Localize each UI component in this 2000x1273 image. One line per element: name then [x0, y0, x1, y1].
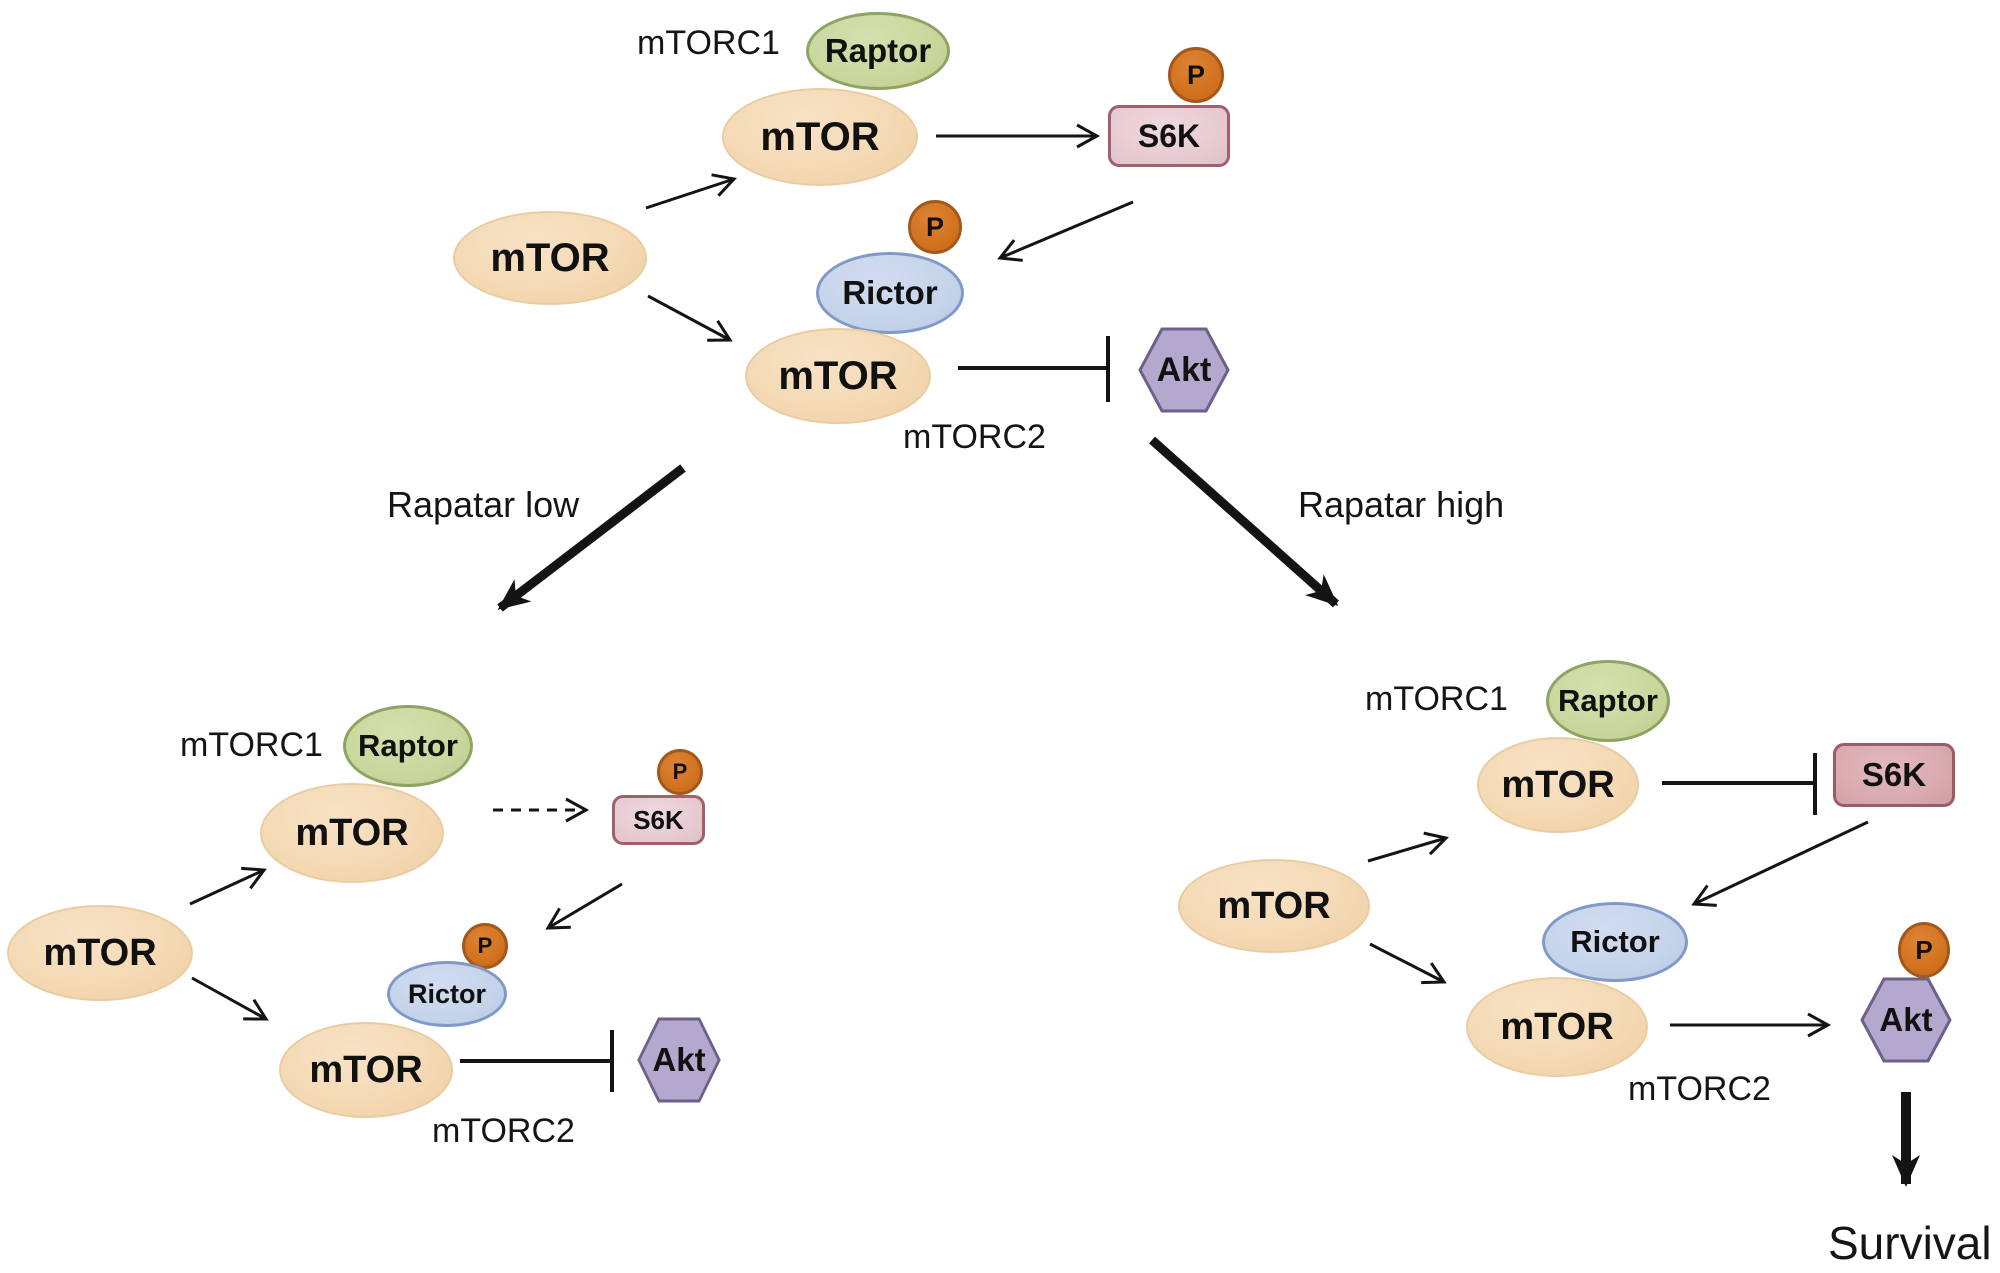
arrow-top-s6k-to-rictor — [997, 200, 1134, 262]
arrow-br-mtor-to-mtorc1 — [1367, 831, 1449, 863]
label-mtorc2-bottom-left: mTORC2 — [432, 1112, 575, 1150]
phospho-badge-akt-bottom-right: P — [1898, 922, 1950, 978]
akt-label: Akt — [1156, 350, 1212, 389]
inhibit-br-mtorc1-to-s6k — [1662, 753, 1817, 815]
arrow-top-mtor-to-mtorc1 — [645, 173, 737, 210]
akt-label: Akt — [1879, 1001, 1933, 1038]
phospho-badge-s6k-bottom-left: P — [657, 749, 703, 795]
node-raptor-top: Raptor — [806, 12, 950, 90]
label-mtorc1-bottom-left: mTORC1 — [180, 726, 323, 764]
mtor-label: mTOR — [309, 1048, 423, 1091]
mtor-label: mTOR — [1501, 763, 1615, 806]
s6k-label: S6K — [633, 804, 684, 835]
akt-label: Akt — [652, 1041, 706, 1078]
rictor-label: Rictor — [1570, 924, 1660, 959]
phospho-label: P — [477, 933, 493, 958]
mtor-label: mTOR — [1500, 1005, 1614, 1048]
raptor-label: Raptor — [1558, 683, 1658, 718]
arrow-top-mtor-to-mtorc2 — [647, 294, 733, 342]
mtor-label: mTOR — [43, 931, 157, 974]
node-raptor-bottom-right: Raptor — [1546, 660, 1670, 742]
hexagon-shape — [637, 1017, 721, 1103]
label-rapatar-high: Rapatar high — [1298, 484, 1505, 525]
mtor-label: mTOR — [760, 114, 880, 159]
phospho-label: P — [1186, 59, 1205, 90]
arrow-branch-rapatar-high — [1149, 436, 1339, 608]
raptor-label: Raptor — [824, 32, 932, 69]
inhibit-bl-mtorc2-to-akt — [460, 1030, 614, 1092]
raptor-label: Raptor — [358, 728, 458, 763]
node-rictor-top: Rictor — [816, 252, 964, 334]
label-rapatar-low: Rapatar low — [387, 484, 580, 525]
node-mtor-mtorc2-bottom-left: mTOR — [279, 1022, 453, 1118]
phospho-badge-rictor-bottom-left: P — [462, 923, 508, 969]
node-mtor-mtorc1-bottom-right: mTOR — [1477, 737, 1639, 833]
node-akt-bottom-left: Akt — [637, 1017, 721, 1103]
mtor-label: mTOR — [490, 235, 610, 280]
mtor-label: mTOR — [295, 811, 409, 854]
mtor-label: mTOR — [778, 353, 898, 398]
rictor-label: Rictor — [407, 978, 486, 1009]
label-survival: Survival — [1828, 1217, 1992, 1269]
arrow-branch-rapatar-low — [497, 464, 686, 612]
node-mtor-source-bottom-right: mTOR — [1178, 859, 1370, 953]
arrow-bl-mtor-to-mtorc2 — [191, 976, 269, 1021]
phospho-label: P — [925, 211, 944, 242]
phospho-label: P — [1915, 934, 1933, 965]
label-mtorc2-bottom-right: mTORC2 — [1628, 1070, 1771, 1108]
node-mtor-source-bottom-left: mTOR — [7, 905, 193, 1001]
arrow-br-mtor-to-mtorc2 — [1369, 942, 1447, 985]
s6k-label: S6K — [1861, 756, 1927, 793]
phospho-label: P — [672, 759, 688, 784]
node-raptor-bottom-left: Raptor — [343, 705, 473, 787]
node-s6k-bottom-left: S6K — [612, 795, 705, 845]
arrow-bl-s6k-to-rictor — [545, 882, 623, 930]
node-mtor-mtorc2-bottom-right: mTOR — [1466, 977, 1648, 1077]
node-akt-bottom-right: Akt — [1860, 977, 1952, 1063]
phospho-badge-rictor-top: P — [908, 200, 962, 254]
node-rictor-bottom-left: Rictor — [387, 961, 507, 1027]
node-s6k-bottom-right: S6K — [1833, 743, 1955, 807]
node-mtor-mtorc1-bottom-left: mTOR — [260, 783, 444, 883]
hexagon-shape — [1138, 327, 1230, 413]
node-mtor-mtorc1-top: mTOR — [722, 88, 918, 186]
s6k-label: S6K — [1137, 117, 1201, 154]
label-mtorc1-bottom-right: mTORC1 — [1365, 680, 1508, 718]
label-mtorc1-top: mTORC1 — [637, 24, 780, 62]
hexagon-shape — [1860, 977, 1952, 1063]
arrow-br-s6k-to-rictor — [1691, 820, 1869, 907]
node-mtor-source-top: mTOR — [453, 211, 647, 305]
node-akt-top: Akt — [1138, 327, 1230, 413]
arrow-bl-mtor-to-mtorc1 — [189, 866, 267, 906]
label-mtorc2-top: mTORC2 — [903, 418, 1046, 456]
node-mtor-mtorc2-top: mTOR — [745, 328, 931, 424]
inhibit-top-mtorc2-to-akt — [958, 336, 1110, 402]
node-s6k-top: S6K — [1108, 105, 1230, 167]
phospho-badge-s6k-top: P — [1168, 47, 1224, 103]
mtor-label: mTOR — [1217, 884, 1331, 927]
node-rictor-bottom-right: Rictor — [1542, 902, 1688, 982]
rictor-label: Rictor — [842, 274, 938, 311]
